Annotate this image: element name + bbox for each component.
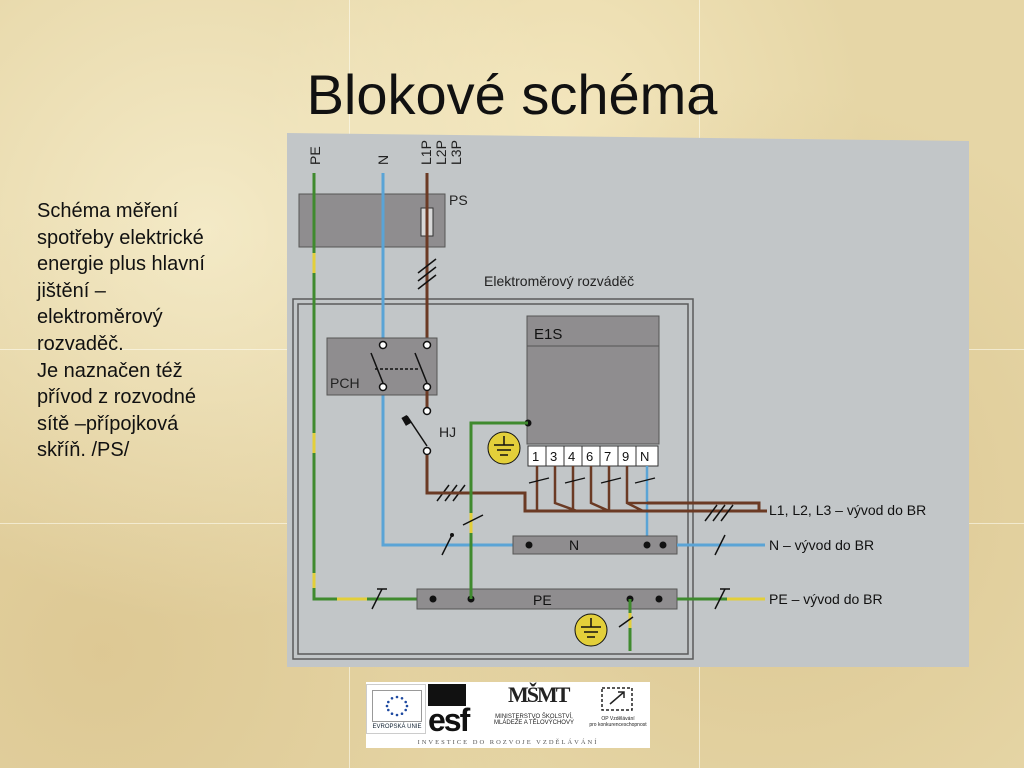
phase-conductor xyxy=(417,173,437,345)
pch-label: PCH xyxy=(330,375,360,391)
description-line: přívod z rozvodné xyxy=(37,386,196,409)
msmt-mark: MŠMT xyxy=(508,682,570,707)
op-arrow-icon xyxy=(601,687,633,711)
description-line: spotřeby elektrické xyxy=(37,226,204,249)
label-n-top: N xyxy=(375,155,391,165)
pe-to-meter xyxy=(469,421,528,599)
terminal-label: 6 xyxy=(586,449,593,464)
pch-switch xyxy=(370,340,432,392)
eu-logo-text: EVROPSKÁ UNIE xyxy=(372,724,422,730)
msmt-logo: MŠMT MINISTERSTVO ŠKOLSTVÍ, MLÁDEŽE A TĚ… xyxy=(484,682,584,732)
cabinet-outline-inner xyxy=(297,303,689,655)
label-l3p-top: L3P xyxy=(448,140,464,165)
label-pe-top: PE xyxy=(307,146,323,165)
esf-stars-icon xyxy=(428,684,466,706)
hj-switch-arm xyxy=(406,415,428,447)
terminal-label: N xyxy=(640,449,649,464)
op-logo: OP Vzdělávání pro konkurenceschopnost xyxy=(588,684,648,732)
description-line: elektroměrový xyxy=(37,306,163,329)
description-line: jištění – xyxy=(37,279,106,302)
terminal-label: 1 xyxy=(532,449,539,464)
hj-contact-bottom xyxy=(422,446,432,456)
cabinet-label: Elektroměrový rozváděč xyxy=(484,273,634,289)
description-line: skříň. /PS/ xyxy=(37,439,130,462)
description-line: sítě –přípojková xyxy=(37,412,179,435)
esf-logo-text: esf xyxy=(428,702,470,738)
block-diagram: PS PE N L1P L2P L3P PCH H xyxy=(287,133,969,667)
terminal-label: 9 xyxy=(622,449,629,464)
cabinet-outline xyxy=(292,298,694,660)
lead-marks xyxy=(528,477,656,484)
hj-contact-top xyxy=(422,406,432,416)
ps-label: PS xyxy=(449,192,468,208)
terminal-label: 3 xyxy=(550,449,557,464)
meter-label: E1S xyxy=(534,326,562,343)
description-line: Schéma měření xyxy=(37,200,179,222)
slide-description: Schéma měření spotřeby elektrické energi… xyxy=(37,198,277,464)
slide-title: Blokové schéma xyxy=(306,63,718,126)
n-bus-bar xyxy=(512,535,678,555)
earth-symbol-upper xyxy=(487,431,521,465)
msmt-logo-text: MINISTERSTVO ŠKOLSTVÍ, MLÁDEŽE A TĚLOVÝC… xyxy=(484,714,584,726)
funding-logos-strip: EVROPSKÁ UNIE esf MŠMT MINISTERSTVO ŠKOL… xyxy=(366,682,650,748)
meter-body xyxy=(526,345,660,445)
hj-fuse-mark xyxy=(401,415,412,426)
out-pe-label: PE – vývod do BR xyxy=(769,591,883,607)
label-l1p-top: L1P xyxy=(418,140,434,165)
op-line: pro konkurenceschopnost xyxy=(589,722,647,728)
terminal-label: 4 xyxy=(568,449,575,464)
op-logo-text: OP Vzdělávání pro konkurenceschopnost xyxy=(588,716,648,728)
n-bus-label: N xyxy=(569,537,579,553)
pe-conductor xyxy=(312,173,417,610)
meter-terminals: 1 3 4 6 7 9 N xyxy=(527,445,659,467)
out-l-label: L1, L2, L3 – vývod do BR xyxy=(769,502,926,518)
description-line: rozvaděč. xyxy=(37,332,124,355)
msmt-line: MINISTERSTVO ŠKOLSTVÍ, xyxy=(495,714,573,720)
eu-logo: EVROPSKÁ UNIE xyxy=(366,684,426,734)
hj-label: HJ xyxy=(439,424,456,440)
terminal-label: 7 xyxy=(604,449,611,464)
op-line: OP Vzdělávání xyxy=(601,716,635,722)
esf-logo: esf xyxy=(428,684,480,738)
description-line: Je naznačen též xyxy=(37,359,183,382)
eu-flag-icon xyxy=(372,690,422,722)
msmt-line: MLÁDEŽE A TĚLOVÝCHOVY xyxy=(494,720,574,726)
out-n-label: N – vývod do BR xyxy=(769,537,874,553)
funding-slogan: INVESTICE DO ROZVOJE VZDĚLÁVÁNÍ xyxy=(417,739,599,746)
label-l2p-top: L2P xyxy=(433,140,449,165)
pe-bus-label: PE xyxy=(533,592,552,608)
description-line: energie plus hlavní xyxy=(37,253,205,276)
earth-symbol-lower xyxy=(574,613,608,647)
